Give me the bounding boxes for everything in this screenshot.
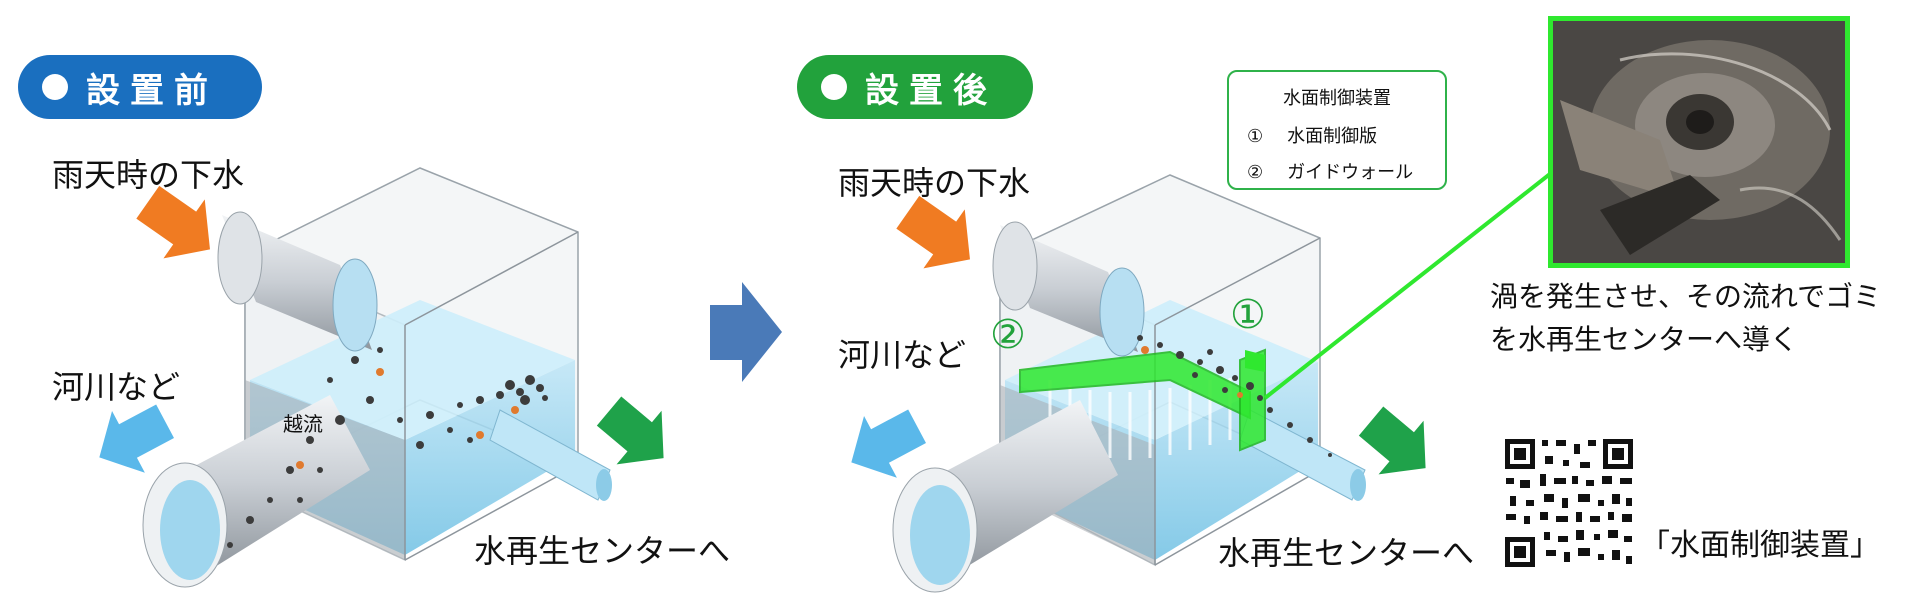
before-river-label: 河川など xyxy=(52,368,181,406)
badge-dot xyxy=(821,74,847,100)
before-river-pipe xyxy=(142,395,370,588)
after-debris xyxy=(1137,335,1332,457)
photo-callout-line xyxy=(1263,168,1557,400)
legend-title: 水面制御装置 xyxy=(1283,88,1391,109)
legend-item-1-num: ① xyxy=(1247,126,1264,147)
before-inflow-arrow xyxy=(136,185,210,259)
after-rain-label: 雨天時の下水 xyxy=(838,164,1031,202)
after-badge: 設置後 xyxy=(797,55,1033,119)
legend-box: 水面制御装置 ① 水面制御版 ② ガイドウォール xyxy=(1227,70,1447,190)
qr-code xyxy=(1503,437,1635,569)
before-center-label: 水再生センターへ xyxy=(474,532,731,570)
marker-2: ② xyxy=(990,312,1026,358)
after-river-arrow xyxy=(851,409,927,478)
after-inflow-arrow xyxy=(896,195,970,269)
marker-1: ① xyxy=(1230,292,1266,338)
before-center-pipe xyxy=(489,409,612,501)
control-plate-tab xyxy=(1245,350,1265,372)
photo-caption-line2: を水再生センターへ導く xyxy=(1490,323,1799,356)
after-center-arrow xyxy=(1358,406,1426,475)
before-debris xyxy=(227,347,548,548)
after-center-label: 水再生センターへ xyxy=(1218,534,1475,572)
legend-item-1: ① 水面制御版 xyxy=(1247,122,1377,148)
photo-caption-line1: 渦を発生させ、その流れでゴミ xyxy=(1490,280,1882,313)
before-overflow-label: 越流 xyxy=(283,412,323,436)
legend-item-2-text: ガイドウォール xyxy=(1287,162,1414,183)
after-river-label: 河川など xyxy=(838,336,967,374)
legend-item-1-text: 水面制御版 xyxy=(1287,126,1378,147)
before-inflow-pipe xyxy=(217,211,378,352)
after-badge-label: 設置後 xyxy=(865,70,997,111)
before-rain-label: 雨天時の下水 xyxy=(52,156,245,194)
qr-caption: 「水面制御装置」 xyxy=(1640,528,1880,563)
transition-arrow xyxy=(710,282,782,382)
after-river-pipe xyxy=(892,400,1118,593)
before-badge-label: 設置前 xyxy=(86,70,218,111)
before-river-arrow xyxy=(99,404,175,473)
before-badge: 設置前 xyxy=(18,55,262,119)
legend-item-2-num: ② xyxy=(1247,162,1264,183)
before-center-arrow xyxy=(596,396,664,465)
legend-item-2: ② ガイドウォール xyxy=(1247,158,1413,184)
badge-dot xyxy=(42,74,68,100)
vortex-photo xyxy=(1548,16,1850,268)
after-inflow-pipe xyxy=(992,221,1145,357)
